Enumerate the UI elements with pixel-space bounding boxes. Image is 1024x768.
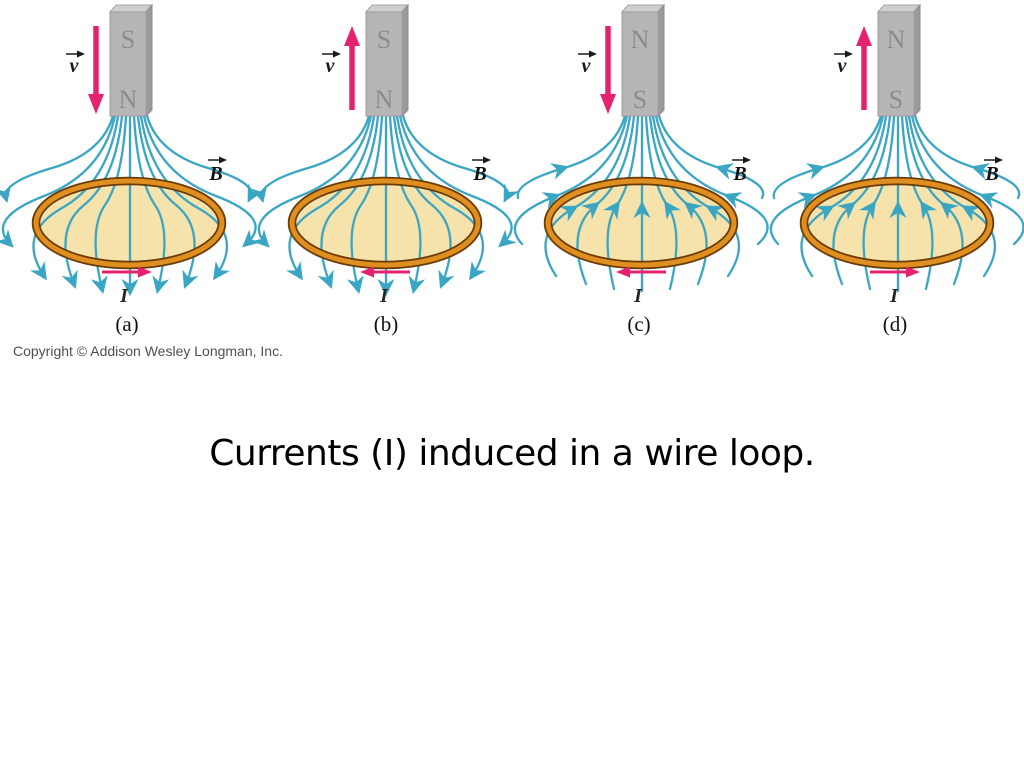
velocity-arrow <box>600 26 616 114</box>
bar-magnet: S N <box>108 3 154 118</box>
field-lines <box>513 114 769 293</box>
magnet-front-face <box>877 11 915 117</box>
pole-bottom-label: S <box>633 85 647 114</box>
magnet-front-face <box>365 11 403 117</box>
field-label: B <box>208 163 222 185</box>
field-label: B <box>984 163 998 185</box>
magnet-front-face <box>109 11 147 117</box>
velocity-label: v <box>838 55 848 77</box>
copyright-text: Copyright © Addison Wesley Longman, Inc. <box>13 343 283 359</box>
field-label: B <box>732 163 746 185</box>
velocity-vector-hat-head <box>845 50 853 58</box>
pole-top-label: N <box>631 25 650 54</box>
velocity-label: v <box>326 55 336 77</box>
magnet-top-face <box>108 4 154 13</box>
magnet-top-face <box>364 4 410 13</box>
pole-bottom-label: S <box>889 85 903 114</box>
current-arrow <box>616 266 666 278</box>
velocity-arrow <box>88 26 104 114</box>
velocity-vector-hat-head <box>77 50 85 58</box>
current-arrow <box>102 266 152 278</box>
magnet-side-face <box>145 3 153 118</box>
bar-magnet: N S <box>620 3 666 118</box>
magnet-front-face <box>621 11 659 117</box>
pole-bottom-label: N <box>119 85 138 114</box>
current-arrow <box>360 266 410 278</box>
field-label: B <box>472 163 486 185</box>
panel-c: N S v B I (c) <box>513 3 769 336</box>
pole-top-label: N <box>887 25 906 54</box>
magnet-side-face <box>913 3 921 118</box>
wire-loop-ring <box>801 178 993 268</box>
current-label: I <box>119 285 129 307</box>
velocity-vector-hat-head <box>333 50 341 58</box>
panel-a: S N v B I (a) <box>0 3 264 336</box>
field-vector-hat-head <box>219 156 227 164</box>
panel-letter: (c) <box>627 312 650 336</box>
panel-letter: (a) <box>115 312 138 336</box>
caption: Currents (I) induced in a wire loop. <box>209 433 815 474</box>
bar-magnet: N S <box>876 3 922 118</box>
current-arrow <box>870 266 920 278</box>
velocity-label: v <box>582 55 592 77</box>
magnet-top-face <box>876 4 922 13</box>
pole-top-label: S <box>121 25 135 54</box>
velocity-vector-hat-head <box>589 50 597 58</box>
wire-loop-ring <box>289 178 481 268</box>
wire-loop-ring <box>33 178 225 268</box>
wire-loop-ring <box>545 178 737 268</box>
pole-top-label: S <box>377 25 391 54</box>
magnet-side-face <box>401 3 409 118</box>
panel-letter: (b) <box>374 312 399 336</box>
current-label: I <box>889 285 899 307</box>
velocity-label: v <box>70 55 80 77</box>
velocity-arrow <box>344 26 360 110</box>
field-vector-hat-head <box>483 156 491 164</box>
field-vector-hat-head <box>995 156 1003 164</box>
magnet-side-face <box>657 3 665 118</box>
physics-figure: S N v B I (a) S N <box>0 0 1024 345</box>
pole-bottom-label: N <box>375 85 394 114</box>
panel-d: N S v B I (d) <box>769 3 1024 336</box>
panel-letter: (d) <box>883 312 908 336</box>
current-label: I <box>633 285 643 307</box>
field-vector-hat-head <box>743 156 751 164</box>
magnet-top-face <box>620 4 666 13</box>
panel-b: S N v B I (b) <box>250 3 520 336</box>
bar-magnet: S N <box>364 3 410 118</box>
velocity-arrow <box>856 26 872 110</box>
current-label: I <box>379 285 389 307</box>
